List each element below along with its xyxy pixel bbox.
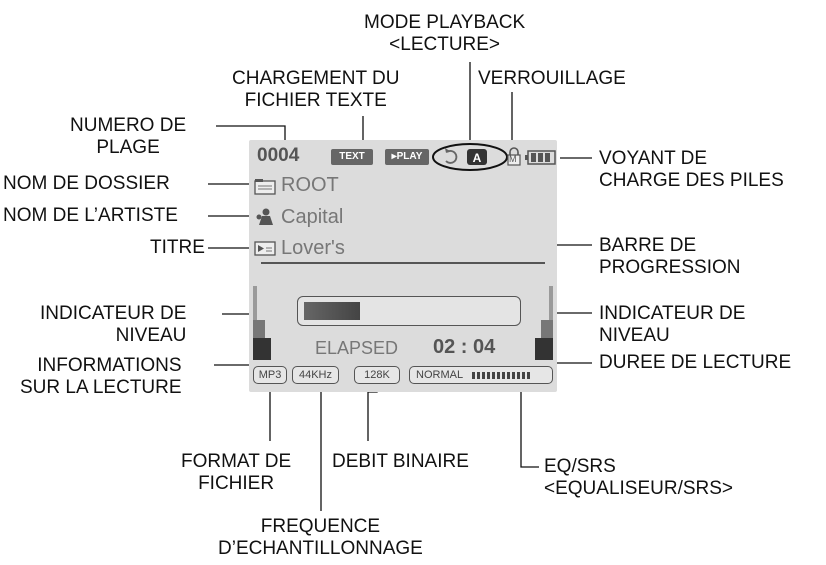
- elapsed-time: 02 : 04: [433, 336, 496, 358]
- label-titre: TITRE: [150, 237, 205, 258]
- label-frequence: FREQUENCE D’ECHANTILLONNAGE: [218, 516, 423, 559]
- eq-mode: NORMAL: [416, 369, 463, 381]
- progress-bar-fill: [304, 302, 360, 320]
- play-badge: ▸PLAY: [385, 149, 429, 165]
- player-screen: 0004 TEXT ▸PLAY A M ROOT Capital: [249, 140, 557, 392]
- sample-rate-badge: 44KHz: [292, 366, 339, 384]
- label-nom-dossier: NOM DE DOSSIER: [3, 173, 170, 194]
- lock-letter: M: [509, 154, 517, 164]
- repeat-icon: [445, 150, 458, 164]
- mode-playback-oval: [432, 143, 508, 171]
- label-voyant: VOYANT DE CHARGE DES PILES: [599, 148, 784, 191]
- level-meter-right: [535, 286, 553, 360]
- progress-bar: [297, 296, 521, 326]
- folder-icon: [254, 179, 276, 195]
- text-file-badge: TEXT: [331, 149, 373, 165]
- label-eq-srs: EQ/SRS <EQUALISEUR/SRS>: [544, 456, 734, 499]
- track-number: 0004: [257, 145, 300, 166]
- eq-badge: NORMAL: [409, 366, 553, 384]
- label-format-fichier: FORMAT DE FICHIER: [181, 451, 292, 494]
- separator-line: [261, 262, 545, 264]
- bitrate-badge: 128K: [354, 366, 400, 384]
- track-title: Lover's: [281, 237, 345, 259]
- elapsed-label: ELAPSED: [315, 338, 399, 358]
- artist-icon: [256, 208, 273, 225]
- label-chargement: CHARGEMENT DU FICHIER TEXTE: [232, 68, 400, 111]
- battery-icon: [525, 150, 556, 165]
- level-meter-left: [253, 286, 271, 360]
- label-mode-playback: MODE PLAYBACK <LECTURE>: [364, 12, 526, 55]
- label-indicateur-niveau-left: INDICATEUR DE NIVEAU: [40, 303, 187, 346]
- lock-icon: [507, 147, 521, 166]
- eq-bars: [471, 371, 530, 379]
- label-barre-progression: BARRE DE PROGRESSION: [599, 235, 741, 278]
- format-badge: MP3: [253, 366, 287, 384]
- label-debit-binaire: DEBIT BINAIRE: [332, 451, 469, 472]
- label-nom-artiste: NOM DE L’ARTISTE: [3, 205, 178, 226]
- leader-numero: [216, 125, 286, 143]
- label-duree-lecture: DUREE DE LECTURE: [599, 352, 792, 373]
- label-informations: INFORMATIONS SUR LA LECTURE: [20, 355, 182, 398]
- label-numero-plage: NUMERO DE PLAGE: [70, 115, 187, 158]
- folder-name: ROOT: [281, 174, 339, 196]
- label-verrouillage: VERROUILLAGE: [478, 68, 626, 89]
- artist-name: Capital: [281, 206, 344, 228]
- repeat-mode-letter: A: [472, 151, 482, 165]
- leader-eq: [520, 382, 539, 468]
- label-indicateur-niveau-right: INDICATEUR DE NIVEAU: [599, 303, 746, 346]
- title-icon: [254, 241, 276, 256]
